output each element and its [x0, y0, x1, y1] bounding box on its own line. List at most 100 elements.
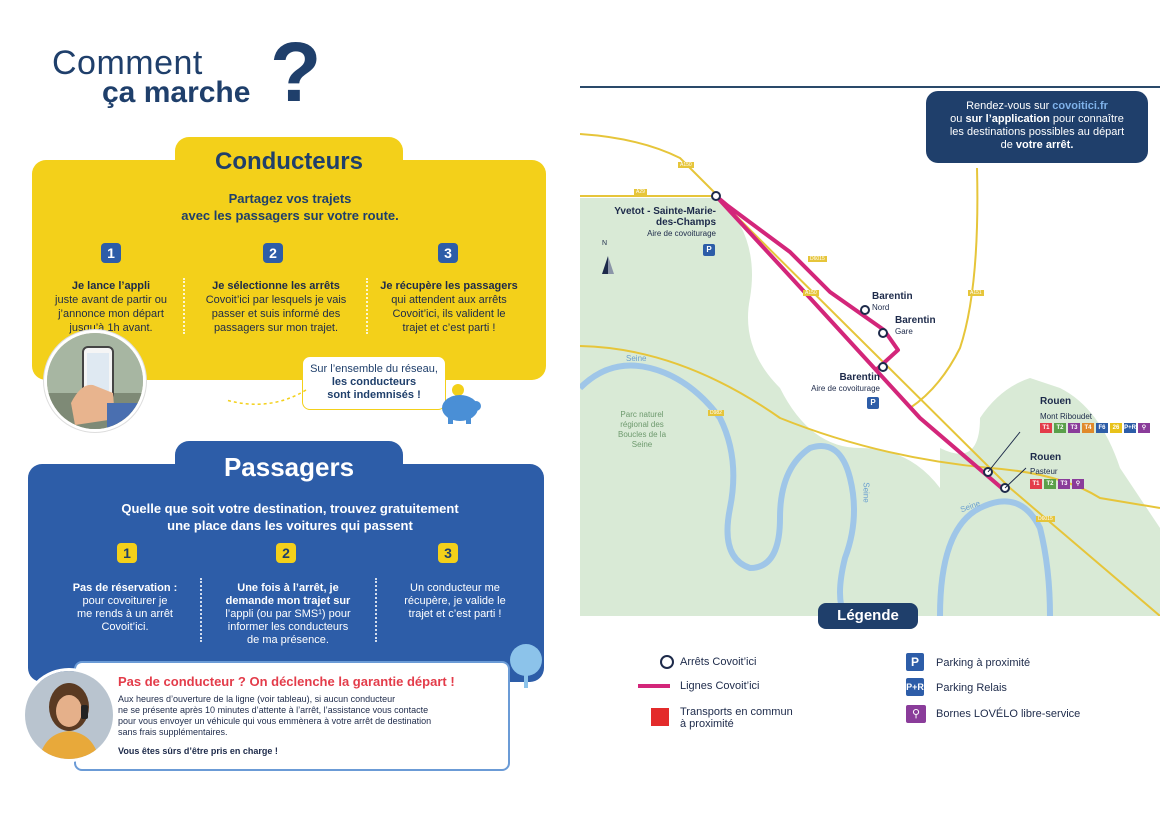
passengers-subtitle: Quelle que soit votre destination, trouv…	[60, 500, 520, 534]
passengers-title: Passagers	[223, 452, 355, 482]
drivers-subtitle-line1: Partagez vos trajets	[228, 191, 352, 206]
stop-name: des-Champs	[655, 217, 716, 228]
divider	[183, 278, 185, 334]
park-and-ride-legend-icon: P+R	[906, 678, 924, 696]
transport-line-badge: 26	[1110, 423, 1122, 433]
river-label: Seine	[861, 482, 871, 503]
stop-yvetot: Yvetot - Sainte-Marie- des-Champs Aire d…	[592, 206, 716, 239]
passengers-step-1: Pas de réservation : pour covoiturer je …	[60, 582, 190, 634]
guarantee-line: sans frais supplémentaires.	[118, 727, 228, 737]
drivers-step-2-line: Covoit’ici par lesquels je vais	[205, 294, 347, 306]
passengers-subtitle-line2: une place dans les voitures qui passent	[167, 518, 413, 533]
stop-marker	[711, 191, 721, 201]
legend-bikes: Bornes LOVÉLO libre-service	[936, 708, 1081, 720]
bike-legend-icon: ⚲	[906, 705, 926, 723]
drivers-step-1-line: j’annonce mon départ	[58, 308, 164, 320]
drivers-step-3-line: Covoit’ici, ils valident le	[392, 308, 506, 320]
transport-line-badge: T3	[1068, 423, 1080, 433]
north-arrow-icon	[602, 256, 608, 274]
transport-line-badge: T2	[1044, 479, 1056, 489]
bike-station-icon: ⚲	[1072, 479, 1084, 489]
river-seine	[937, 498, 1053, 616]
north-arrow-icon	[608, 256, 614, 274]
road	[909, 167, 979, 409]
stop-name: Barentin	[895, 315, 936, 326]
driver-phone-photo	[44, 330, 146, 432]
note-text: de	[1000, 139, 1016, 151]
passengers-step-1-number: 1	[117, 543, 137, 563]
green-region	[940, 378, 1160, 616]
guarantee-closing: Vous êtes sûrs d’être pris en charge !	[118, 746, 278, 756]
stop-name: Barentin	[872, 291, 913, 302]
stop-subtitle: Nord	[872, 303, 890, 312]
river-seine	[580, 362, 857, 616]
drivers-step-3-number: 3	[438, 243, 458, 263]
passenger-photo	[22, 668, 116, 762]
legend-transport-line2: à proximité	[680, 718, 734, 730]
question-mark: ?	[270, 25, 322, 119]
drivers-title: Conducteurs	[214, 148, 363, 175]
passengers-step-2-line: informer les conducteurs	[227, 621, 349, 633]
passengers-step-2: Une fois à l’arrêt, je demande mon traje…	[212, 582, 364, 647]
legend-parking: Parking à proximité	[936, 657, 1031, 669]
green-region	[580, 208, 690, 248]
guarantee-line: ne se présente après 10 minutes d’attent…	[118, 705, 429, 715]
legend-lines: Lignes Covoit’ici	[680, 680, 760, 692]
road-label: A29	[634, 189, 647, 195]
woman-on-phone-icon	[25, 671, 113, 759]
divider	[366, 278, 368, 334]
bike-station-icon: ⚲	[1138, 423, 1150, 433]
stop-subtitle: Gare	[895, 327, 913, 336]
note-text: Rendez-vous sur	[966, 100, 1053, 112]
road-label: A150	[803, 290, 819, 296]
passengers-step-1-line: Covoit’ici.	[101, 621, 149, 633]
road	[580, 133, 721, 199]
river-label: Seine	[626, 354, 647, 363]
passengers-step-3-line: récupère, je valide le	[404, 595, 506, 607]
parking-icon: P	[703, 244, 715, 256]
stop-legend-icon	[660, 655, 674, 669]
passengers-card	[28, 464, 544, 682]
guarantee-text: Aux heures d’ouverture de la ligne (voir…	[118, 694, 490, 738]
phone-in-hand-icon	[47, 333, 143, 429]
stop-name: Rouen	[1030, 452, 1062, 463]
tree-icon	[500, 640, 550, 695]
road	[580, 345, 1160, 509]
stop-name: Yvetot - Sainte-Marie-	[614, 206, 716, 217]
riboudet-transport-lines: T1 T2 T3 T4 F6 26 P+R ⚲	[1040, 423, 1150, 433]
stop-barentin-gare: Barentin Gare	[895, 315, 936, 337]
legend-title: Légende	[818, 603, 918, 629]
drivers-step-2-bold: Je sélectionne les arrêts	[212, 280, 340, 292]
parking-legend-icon: P	[906, 653, 924, 671]
transport-line-badge: T2	[1054, 423, 1066, 433]
note-text-bold: votre arrêt.	[1015, 139, 1074, 151]
transport-line-badge: T1	[1040, 423, 1052, 433]
drivers-step-3: Je récupère les passagers qui attendent …	[372, 279, 526, 335]
transport-line-badge: P+R	[1124, 423, 1136, 433]
note-text: les destinations possibles au départ	[949, 126, 1125, 138]
leader-line	[1004, 467, 1027, 489]
website-link[interactable]: covoitici.fr	[1052, 100, 1108, 112]
legend-transport: Transports en commun à proximité	[680, 706, 793, 730]
leader-line	[987, 431, 1021, 473]
stop-marker	[860, 305, 870, 315]
drivers-step-2-line: passer et suis informé des	[211, 308, 341, 320]
drivers-step-3-line: trajet et c’est parti !	[402, 322, 496, 334]
covoitici-line	[874, 368, 1006, 492]
passengers-step-2-number: 2	[276, 543, 296, 563]
note-text: pour connaître	[1049, 113, 1124, 125]
stop-subtitle: Mont Riboudet	[1040, 412, 1093, 421]
passengers-step-2-line: l’appli (ou par SMS¹) pour	[225, 608, 351, 620]
transport-legend-icon	[651, 708, 669, 726]
stop-barentin-aire: Barentin Aire de covoiturage	[802, 372, 880, 394]
note-text: ou	[950, 113, 966, 125]
drivers-subtitle-line2: avec les passagers sur votre route.	[181, 208, 399, 223]
guarantee-line: Aux heures d’ouverture de la ligne (voir…	[118, 694, 396, 704]
legend-park-relay: Parking Relais	[936, 682, 1007, 694]
divider	[200, 578, 202, 642]
drivers-step-3-line: qui attendent aux arrêts	[391, 294, 507, 306]
bubble-line3: sont indemnisés !	[327, 389, 421, 401]
transport-line-badge: F6	[1096, 423, 1108, 433]
road-label: A151	[968, 290, 984, 296]
legend-transport-line1: Transports en commun	[680, 706, 793, 718]
